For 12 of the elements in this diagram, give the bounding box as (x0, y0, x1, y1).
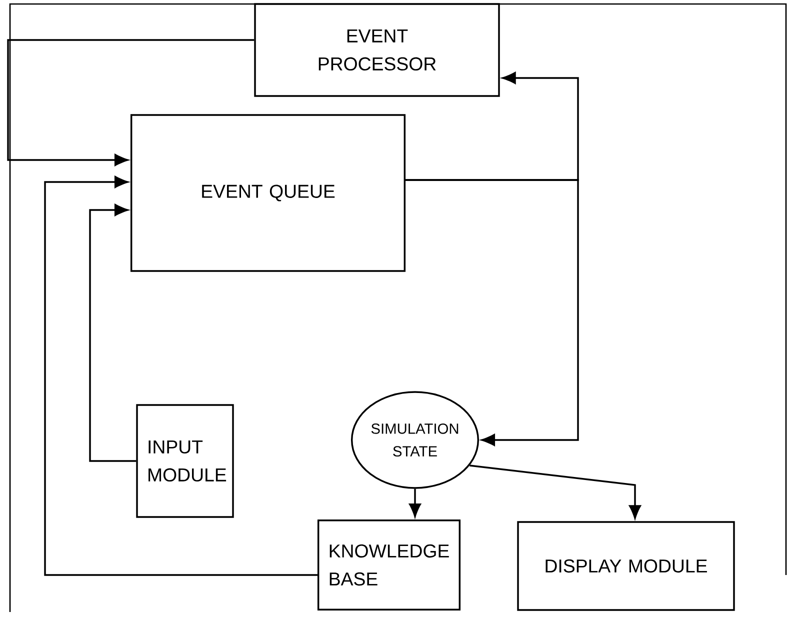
process-box: DISPLAY MODULE (517, 521, 735, 611)
process-box: INPUT MODULE (136, 404, 234, 518)
ellipse-node: SIMULATION STATE (350, 391, 480, 489)
arrow (7, 39, 254, 166)
arrow (406, 179, 579, 446)
arrow (89, 204, 136, 462)
arrow (44, 176, 318, 576)
process-box: EVENT QUEUE (130, 114, 406, 272)
process-box: EVENT PROCESSOR (254, 3, 500, 97)
arrow (409, 488, 421, 518)
process-box: KNOWLEDGE BASE (317, 519, 461, 611)
arrow (470, 464, 641, 519)
